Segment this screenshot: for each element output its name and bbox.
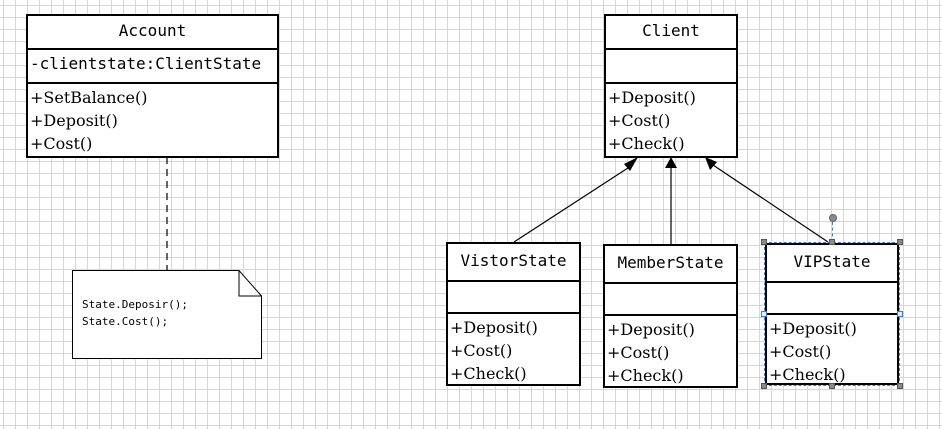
note-text: State.Deposir(); State.Cost();	[82, 298, 188, 328]
class-vip-state[interactable]: VIPState +Deposit() +Cost() +Check()	[765, 243, 899, 385]
class-member-state[interactable]: MemberState +Deposit() +Cost() +Check()	[603, 244, 738, 388]
class-client-attributes	[606, 50, 736, 84]
class-client-operation: +Deposit()	[608, 88, 696, 107]
class-vip-state-operations: +Deposit() +Cost() +Check()	[767, 315, 897, 386]
generalization-visitor-to-client[interactable]	[513, 165, 632, 243]
resize-handle-bottom-middle[interactable]	[829, 383, 835, 389]
class-client-operation: +Check()	[608, 134, 685, 153]
resize-handle-top-middle[interactable]	[829, 239, 835, 245]
class-account[interactable]: Account -clientstate:ClientState +SetBal…	[26, 14, 279, 158]
class-member-state-operation: +Deposit()	[607, 320, 695, 339]
class-visitor-state[interactable]: VistorState +Deposit() +Cost() +Check()	[446, 242, 581, 386]
resize-handle-top-right[interactable]	[897, 239, 903, 245]
generalization-arrowhead-vip	[705, 157, 717, 170]
class-account-operation: +SetBalance()	[30, 88, 148, 107]
class-visitor-state-operation: +Cost()	[450, 341, 513, 360]
class-visitor-state-attributes	[448, 282, 579, 314]
class-account-attribute: -clientstate:ClientState	[30, 54, 262, 73]
class-member-state-name: MemberState	[605, 246, 736, 284]
rotation-handle-stem	[832, 222, 833, 242]
class-vip-state-operation: +Deposit()	[769, 319, 857, 338]
resize-handle-bottom-left[interactable]	[761, 383, 767, 389]
class-visitor-state-operation: +Deposit()	[450, 318, 538, 337]
class-vip-state-attributes	[767, 283, 897, 315]
class-vip-state-operation: +Cost()	[769, 342, 832, 361]
class-member-state-operation: +Check()	[607, 366, 684, 385]
resize-handle-middle-right[interactable]	[897, 311, 903, 317]
note-shape	[72, 270, 262, 359]
generalization-arrowhead-visitor	[624, 157, 638, 171]
class-client-operations: +Deposit() +Cost() +Check()	[606, 84, 736, 155]
class-visitor-state-operation: +Check()	[450, 364, 527, 383]
class-visitor-state-operations: +Deposit() +Cost() +Check()	[448, 314, 579, 385]
class-visitor-state-name: VistorState	[448, 244, 579, 282]
class-account-operation: +Deposit()	[30, 111, 118, 130]
class-client[interactable]: Client +Deposit() +Cost() +Check()	[604, 14, 738, 158]
class-account-operations: +SetBalance() +Deposit() +Cost()	[28, 84, 277, 155]
resize-handle-bottom-right[interactable]	[897, 383, 903, 389]
class-vip-state-name: VIPState	[767, 245, 897, 283]
resize-handle-top-left[interactable]	[761, 239, 767, 245]
class-client-name: Client	[606, 16, 736, 50]
class-vip-state-operation: +Check()	[769, 365, 846, 384]
resize-handle-middle-left[interactable]	[761, 311, 767, 317]
class-account-name: Account	[28, 16, 277, 50]
generalization-vip-to-client[interactable]	[712, 164, 829, 243]
class-client-operation: +Cost()	[608, 111, 671, 130]
class-member-state-operations: +Deposit() +Cost() +Check()	[605, 316, 736, 387]
class-member-state-operation: +Cost()	[607, 343, 670, 362]
class-account-attributes: -clientstate:ClientState	[28, 50, 277, 84]
rotation-handle[interactable]	[829, 214, 837, 222]
class-account-operation: +Cost()	[30, 134, 93, 153]
note-box[interactable]: State.Deposir(); State.Cost();	[72, 270, 262, 359]
generalization-arrowhead-member	[665, 157, 677, 168]
class-member-state-attributes	[605, 284, 736, 316]
